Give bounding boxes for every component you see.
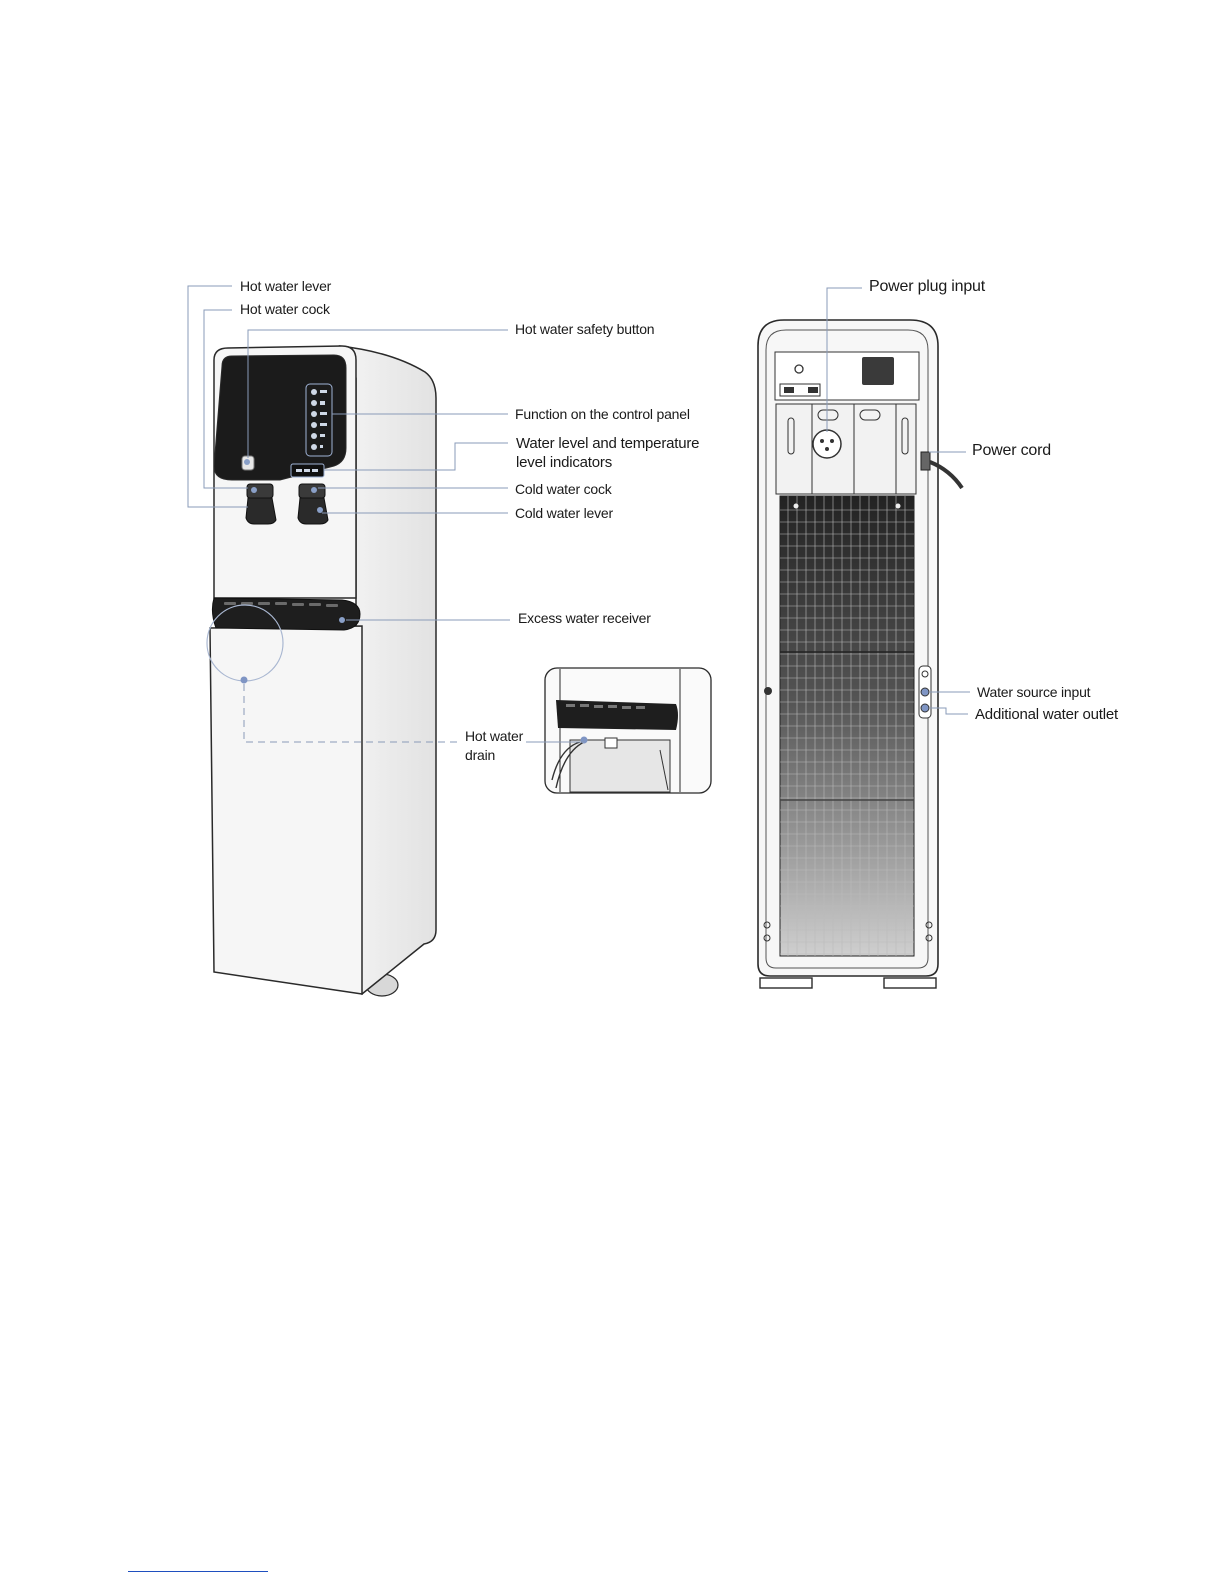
footnote-rule [128,1571,268,1572]
drain-inset [545,668,711,793]
label-cold-water-cock: Cold water cock [515,480,612,498]
label-additional-water-outlet: Additional water outlet [975,706,1118,724]
label-cold-water-lever: Cold water lever [515,504,613,522]
label-power-plug-input: Power plug input [869,278,985,296]
label-function-control-panel: Function on the control panel [515,405,690,423]
front-view [207,346,436,996]
rear-foot-right [884,978,936,988]
cold-water-tap [298,484,328,524]
rear-foot-left [760,978,812,988]
label-hot-water-safety-button: Hot water safety button [515,320,654,338]
hot-water-tap [246,484,276,524]
rear-top-panel [775,352,919,400]
label-excess-water-receiver: Excess water receiver [518,609,651,627]
power-cord-port [921,452,930,470]
label-water-level-indicators-2: level indicators [516,454,612,472]
label-hot-water-drain-1: Hot water [465,727,523,745]
label-hot-water-lever: Hot water lever [240,277,331,295]
label-hot-water-drain-2: drain [465,746,495,764]
power-plug-socket [813,430,841,458]
rear-view [758,320,962,988]
control-panel [214,355,346,480]
label-water-source-input: Water source input [977,683,1090,701]
label-hot-water-cock: Hot water cock [240,300,330,318]
front-face-lower [210,626,362,994]
label-water-level-indicators-1: Water level and temperature [516,435,699,453]
label-power-cord: Power cord [972,442,1051,460]
